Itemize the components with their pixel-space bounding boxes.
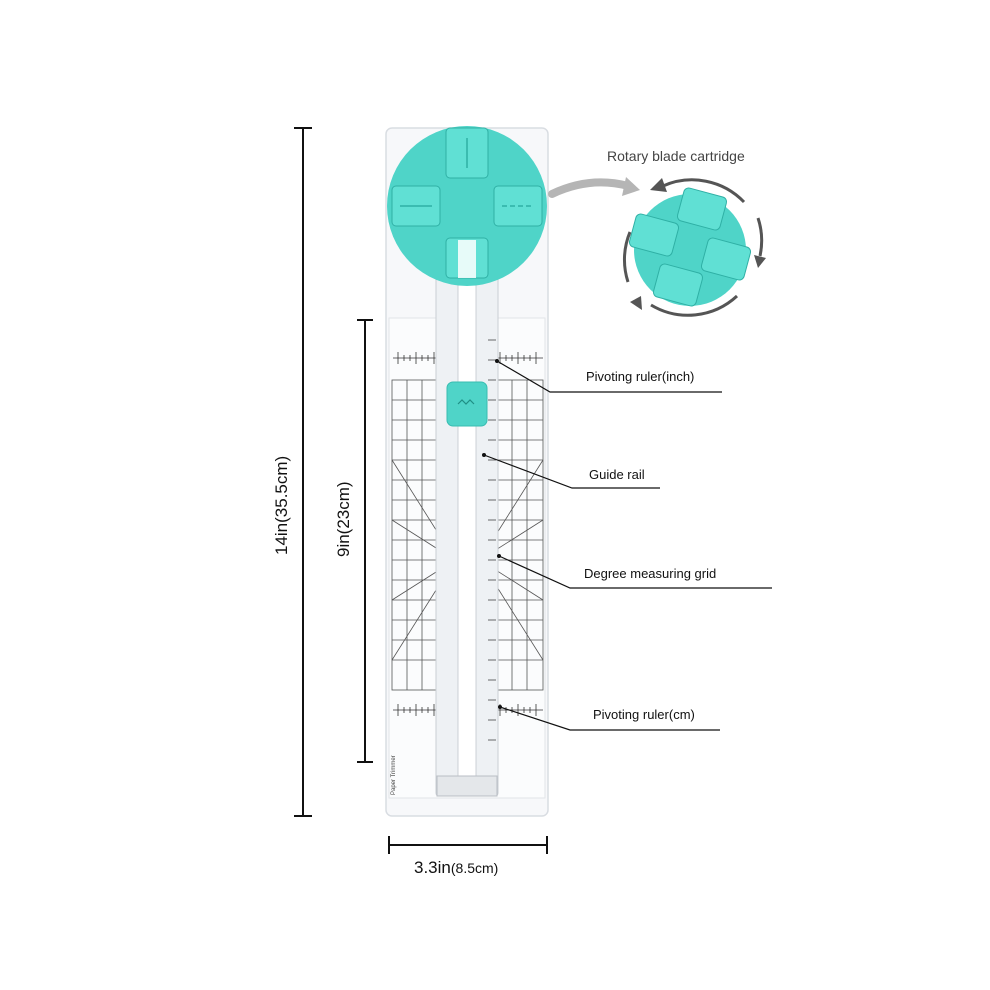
callout-degree-grid: Degree measuring grid xyxy=(584,566,717,581)
leader-lines xyxy=(483,360,772,731)
ruler-height-dimension-line xyxy=(357,319,373,763)
cartridge-detail xyxy=(628,187,752,307)
rotary-blade-cartridge xyxy=(387,126,547,286)
blade-slider xyxy=(446,381,488,427)
brand-text: Paper Trimmer xyxy=(391,755,397,795)
width-main: 3.3in xyxy=(414,858,451,877)
rotation-arrows xyxy=(623,178,764,317)
callout-pivoting-ruler-inch: Pivoting ruler(inch) xyxy=(586,369,695,384)
ruler-height-sub: (23cm) xyxy=(334,481,353,535)
overall-height-label: 14in(35.5cm) xyxy=(272,456,292,555)
width-dimension-line xyxy=(388,836,548,854)
pointer-arrow xyxy=(548,178,632,198)
ruler-height-main: 9in xyxy=(334,534,353,557)
callout-pivoting-ruler-cm: Pivoting ruler(cm) xyxy=(593,707,695,722)
rail-scale xyxy=(488,339,496,741)
overall-height-sub: (35.5cm) xyxy=(272,455,291,523)
leader-dots xyxy=(482,359,502,709)
ruler-height-label: 9in(23cm) xyxy=(334,481,354,557)
width-sub: (8.5cm) xyxy=(450,860,499,876)
callout-guide-rail: Guide rail xyxy=(589,467,645,482)
overall-height-main: 14in xyxy=(272,522,291,555)
rotation-arrowheads xyxy=(630,178,766,310)
width-label: 3.3in(8.5cm) xyxy=(414,858,498,878)
overall-height-dimension-line xyxy=(294,127,312,817)
callout-rotary-blade: Rotary blade cartridge xyxy=(607,148,745,164)
